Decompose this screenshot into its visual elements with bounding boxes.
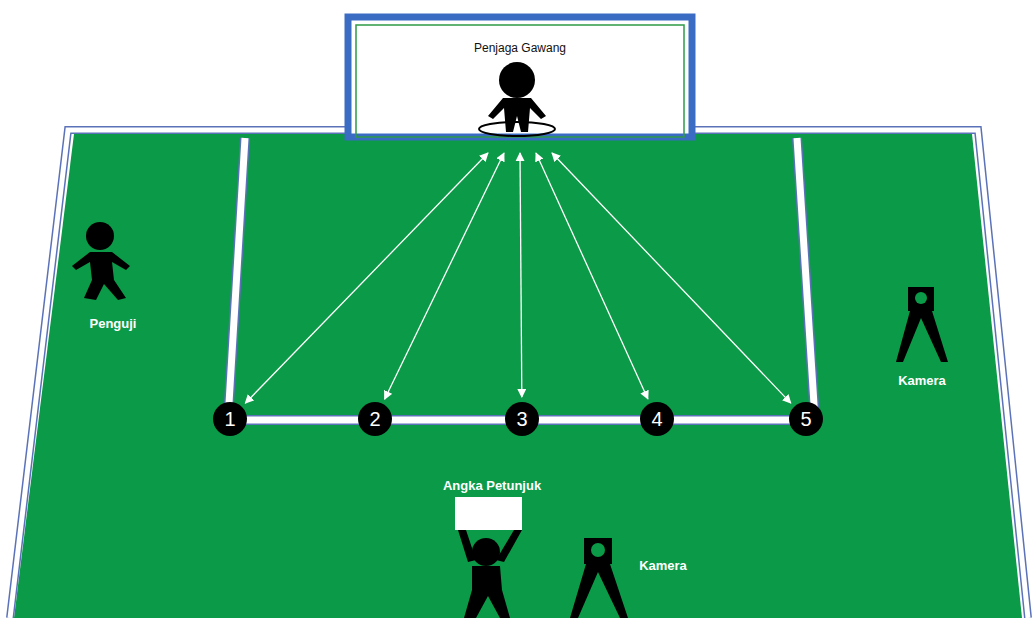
figure-body: [464, 566, 510, 618]
figure-label: Angka Petunjuk: [443, 478, 541, 493]
sign-holder-figure: [455, 497, 522, 618]
figure-head: [86, 222, 114, 250]
figure-label: Kamera: [639, 558, 687, 573]
callout-number: 5: [800, 408, 811, 431]
goalkeeper-ring: [479, 122, 555, 136]
camera-tripod: [570, 538, 628, 618]
callout-number: 1: [224, 408, 235, 431]
field-line: [10, 130, 345, 618]
position-marker: 5: [789, 402, 823, 436]
goal-frame: [348, 17, 692, 137]
double-arrow: [245, 153, 488, 403]
field-line: [695, 130, 1028, 618]
number-sign: [455, 497, 522, 530]
field-ground: [14, 134, 1022, 618]
camera-tripod: [896, 287, 948, 362]
figure-head: [472, 538, 500, 566]
double-arrow: [385, 153, 504, 399]
position-marker: 2: [358, 402, 392, 436]
figure-body: [72, 252, 130, 300]
figure-head: [499, 62, 535, 98]
figure-label: Kamera: [898, 373, 946, 388]
camera-body: [908, 287, 934, 311]
double-arrow: [552, 153, 791, 403]
goalkeeper-figure: [479, 62, 555, 136]
position-marker: 4: [640, 402, 674, 436]
position-marker: 3: [505, 402, 539, 436]
examiner-figure: [72, 222, 130, 300]
node-title: Penjaga Gawang: [348, 41, 692, 55]
position-marker: 1: [213, 402, 247, 436]
camera-lens: [915, 292, 927, 304]
penalty-box-line: [228, 138, 815, 420]
figure-body: [488, 98, 546, 132]
tripod-legs: [896, 311, 948, 362]
goal-box: Penjaga Gawang: [348, 17, 692, 137]
callout-number: 2: [369, 408, 380, 431]
camera-body: [584, 538, 612, 564]
penalty-box-line: [228, 138, 815, 420]
camera-lens: [591, 543, 605, 557]
double-arrow: [536, 153, 648, 399]
callout-number: 4: [651, 408, 662, 431]
field-line: [10, 130, 345, 618]
callout-number: 3: [516, 408, 527, 431]
figure-label: Penguji: [90, 316, 137, 331]
double-arrow: [520, 153, 522, 397]
tripod-legs: [570, 564, 628, 618]
field-line: [695, 130, 1028, 618]
